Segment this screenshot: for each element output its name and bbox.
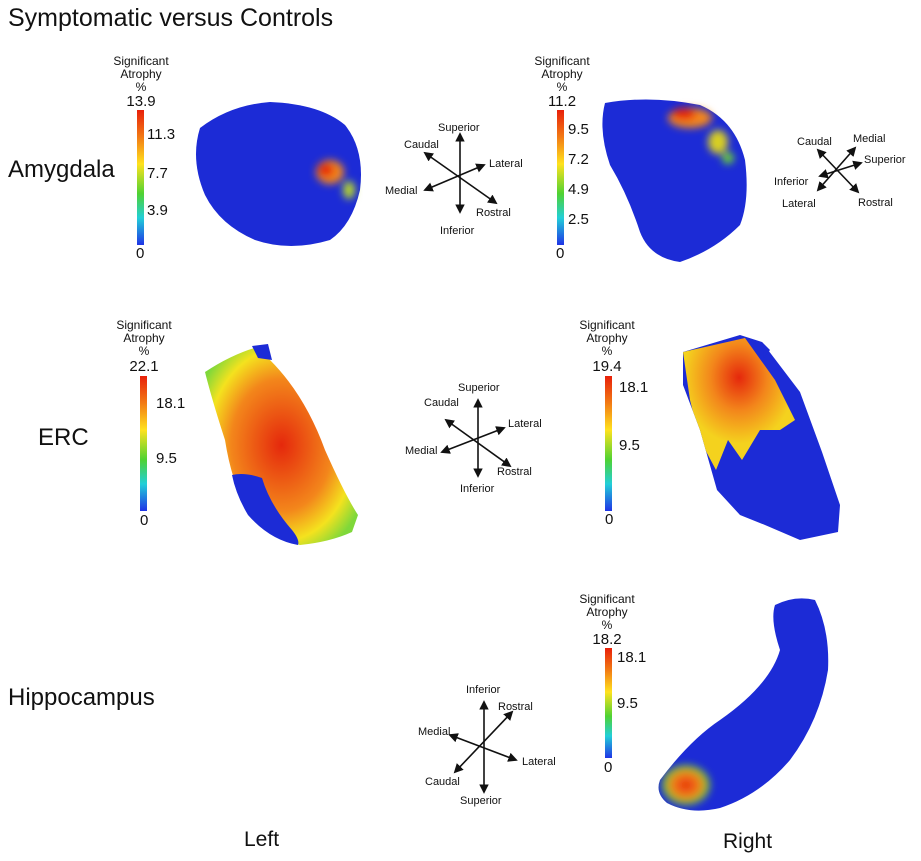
- colorbar-max: 19.4: [592, 358, 622, 375]
- colorbar-tick: 11.3: [147, 126, 176, 143]
- colorbar-heading-line: Significant: [534, 54, 590, 68]
- orient-label: Caudal: [797, 136, 832, 148]
- colorbar-max: 13.9: [126, 93, 156, 110]
- colorbar-heading-line: Atrophy: [120, 67, 162, 81]
- colorbar-heading-line: %: [138, 344, 150, 358]
- orient-label: Rostral: [476, 207, 511, 219]
- orient-label: Lateral: [508, 418, 542, 430]
- side-label-right: Right: [723, 830, 773, 853]
- orient-label: Medial: [418, 726, 451, 738]
- orient-label: Inferior: [774, 176, 809, 188]
- colorbar-heading: Significant Atrophy %: [517, 55, 607, 94]
- colorbar-gradient: [557, 110, 564, 245]
- colorbar-gradient: [605, 648, 612, 758]
- colorbar-min: 0: [136, 245, 145, 262]
- orient-label: Inferior: [460, 483, 495, 495]
- colorbar-min: 0: [605, 511, 614, 528]
- colorbar-max: 11.2: [547, 93, 577, 110]
- colorbar-heading: Significant Atrophy %: [99, 319, 189, 358]
- orient-label: Superior: [438, 122, 480, 134]
- colorbar-max: 18.2: [592, 631, 622, 648]
- colorbar-tick: 9.5: [568, 121, 589, 138]
- colorbar-tick: 9.5: [617, 695, 638, 712]
- colorbar-heading-line: Atrophy: [123, 331, 165, 345]
- row-label-hippocampus: Hippocampus: [8, 684, 155, 711]
- colorbar-max: 22.1: [129, 358, 159, 375]
- colorbar-min: 0: [140, 512, 149, 529]
- erc-right-surface: [683, 335, 840, 540]
- orient-label: Superior: [458, 382, 500, 394]
- orient-label: Lateral: [782, 198, 816, 210]
- colorbar-gradient: [137, 110, 144, 245]
- colorbar-gradient: [605, 376, 612, 511]
- colorbar-heading-line: %: [601, 344, 613, 358]
- orient-label: Caudal: [425, 776, 460, 788]
- side-label-left: Left: [244, 828, 280, 851]
- colorbar-tick: 18.1: [156, 395, 186, 412]
- colorbar-heading-line: Atrophy: [586, 605, 628, 619]
- orient-label: Rostral: [858, 197, 893, 209]
- orientation-arrows-amygdala-right: [816, 146, 863, 194]
- colorbar-tick: 4.9: [568, 181, 589, 198]
- colorbar-heading: Significant Atrophy %: [562, 319, 652, 358]
- colorbar-min: 0: [556, 245, 565, 262]
- colorbar-tick: 9.5: [619, 437, 640, 454]
- orient-label: Inferior: [466, 684, 501, 696]
- orient-label: Rostral: [498, 701, 533, 713]
- orient-label: Inferior: [440, 225, 475, 237]
- colorbar-tick: 7.2: [568, 151, 589, 168]
- colorbar-heading: Significant Atrophy %: [562, 593, 652, 632]
- orient-label: Medial: [405, 445, 438, 457]
- orient-label: Rostral: [497, 466, 532, 478]
- orient-label: Superior: [864, 154, 906, 166]
- hippocampus-right-surface: [658, 598, 829, 811]
- orient-label: Medial: [853, 133, 886, 145]
- orient-label: Caudal: [404, 139, 439, 151]
- colorbar-min: 0: [604, 759, 613, 776]
- orientation-arrows-hippocampus: [448, 700, 518, 794]
- colorbar-heading-line: Significant: [579, 592, 635, 606]
- colorbar-heading-line: Significant: [116, 318, 172, 332]
- colorbar-heading-line: Significant: [579, 318, 635, 332]
- colorbar-tick: 7.7: [147, 165, 168, 182]
- orient-label: Caudal: [424, 397, 459, 409]
- erc-left-surface: [205, 344, 358, 545]
- colorbar-heading-line: %: [556, 80, 568, 94]
- amygdala-left-surface: [196, 102, 361, 246]
- amygdala-right-surface: [602, 99, 747, 262]
- orient-label: Medial: [385, 185, 418, 197]
- colorbar-tick: 9.5: [156, 450, 177, 467]
- colorbar-heading-line: Atrophy: [586, 331, 628, 345]
- orientation-arrows-amygdala-left: [423, 132, 498, 214]
- colorbar-tick: 18.1: [619, 379, 649, 396]
- orient-label: Lateral: [489, 158, 523, 170]
- colorbar-tick: 18.1: [617, 649, 647, 666]
- orient-label: Superior: [460, 795, 502, 807]
- orientation-arrows-erc: [440, 398, 512, 478]
- colorbar-tick: 3.9: [147, 202, 168, 219]
- colorbar-tick: 2.5: [568, 211, 589, 228]
- colorbar-heading-line: Significant: [113, 54, 169, 68]
- colorbar-heading-line: %: [135, 80, 147, 94]
- colorbar-heading-line: Atrophy: [541, 67, 583, 81]
- row-label-amygdala: Amygdala: [8, 156, 115, 183]
- colorbar-heading-line: %: [601, 618, 613, 632]
- row-label-erc: ERC: [38, 424, 89, 451]
- orient-label: Lateral: [522, 756, 556, 768]
- colorbar-gradient: [140, 376, 147, 511]
- colorbar-heading: Significant Atrophy %: [96, 55, 186, 94]
- figure-title: Symptomatic versus Controls: [8, 4, 334, 32]
